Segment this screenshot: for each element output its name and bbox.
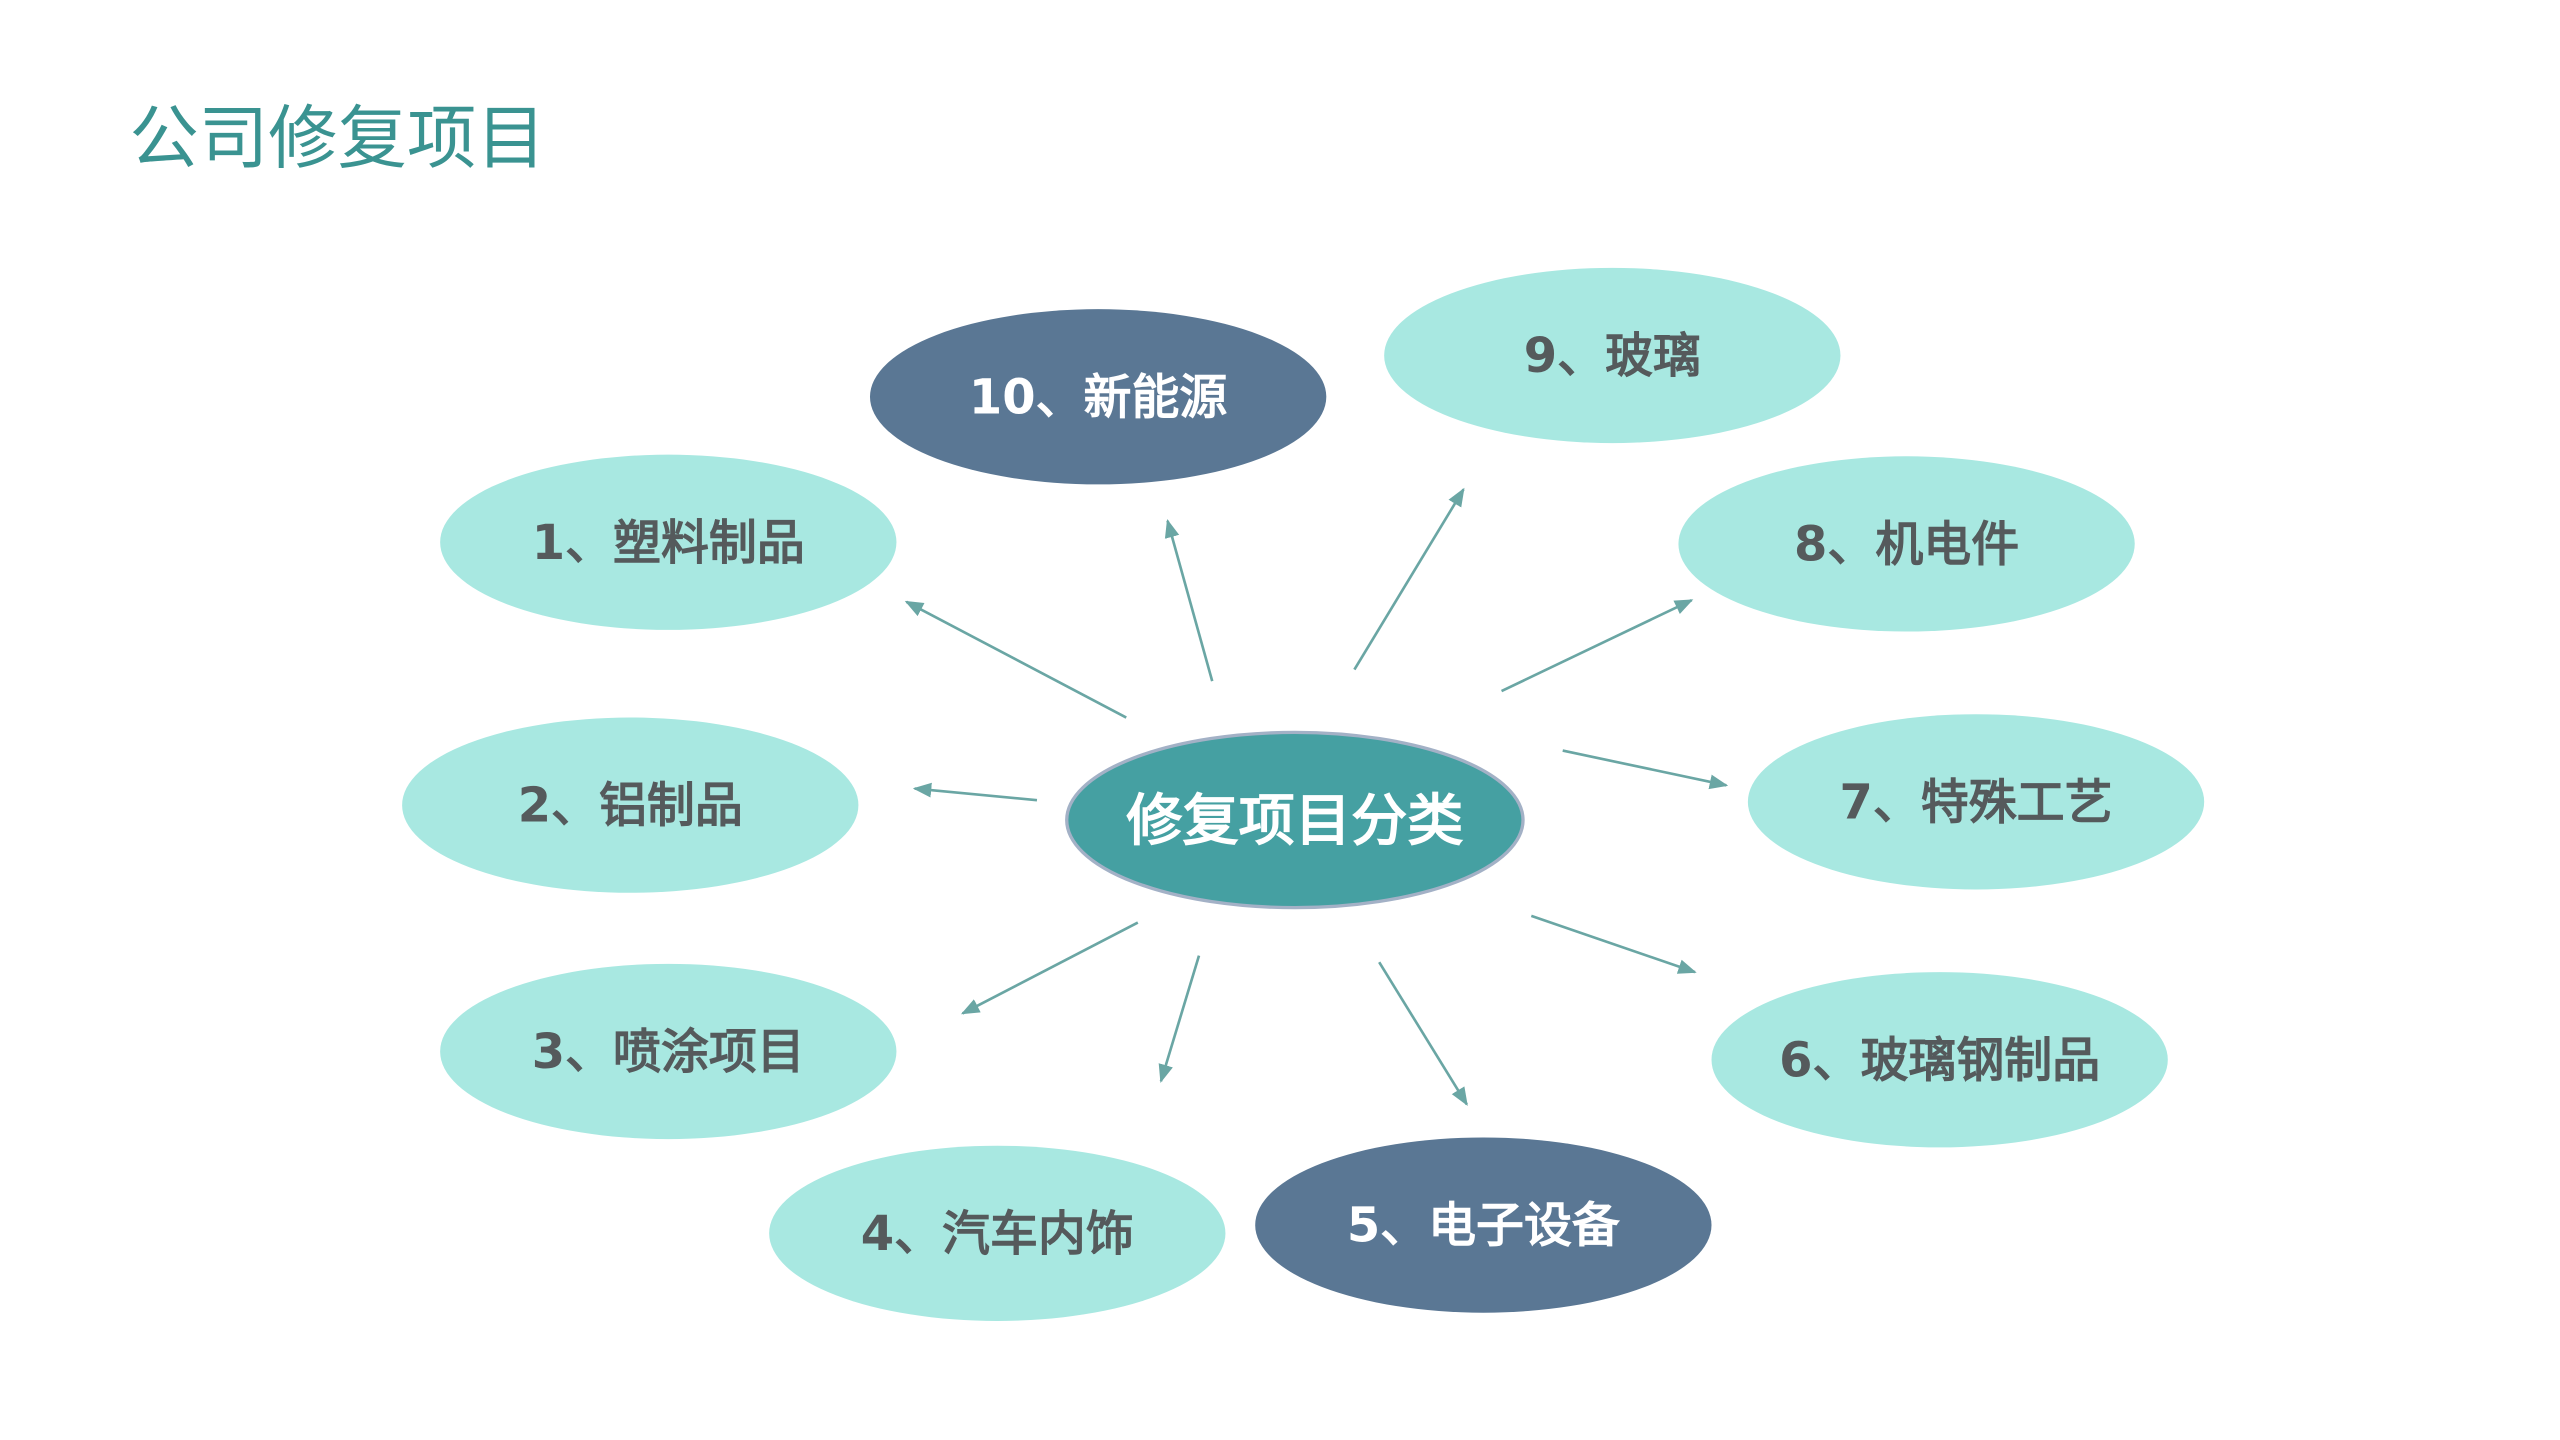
center-node[interactable]: 修复项目分类 (1065, 730, 1525, 910)
node-1[interactable]: 1、塑料制品 (440, 454, 897, 630)
node-8[interactable]: 8、机电件 (1678, 456, 2135, 632)
node-label: 3、喷涂项目 (532, 1025, 805, 1080)
node-7[interactable]: 7、特殊工艺 (1747, 714, 2205, 890)
arrow-2 (912, 782, 1038, 802)
node-ellipse (769, 1145, 1226, 1321)
node-label: 9、玻璃 (1524, 329, 1701, 384)
node-label: 7、特殊工艺 (1840, 775, 2113, 830)
page-title: 公司修复项目 (129, 99, 546, 179)
node-2[interactable]: 2、铝制品 (402, 717, 859, 893)
node-ellipse (440, 454, 897, 630)
node-label: 4、汽车内饰 (861, 1207, 1134, 1262)
nodes: 1、塑料制品 2、铝制品 3、喷涂项目 4、汽车内饰 5、电子设备 6、玻璃钢制品 7、特殊… (402, 267, 2205, 1321)
arrow-3 (960, 921, 1139, 1015)
arrow-5 (1378, 961, 1468, 1106)
arrow-10 (1164, 518, 1214, 682)
node-4[interactable]: 4、汽车内饰 (769, 1145, 1226, 1321)
arrows (904, 487, 1729, 1106)
node-6[interactable]: 6、玻璃钢制品 (1711, 972, 2168, 1148)
arrow-8 (1500, 598, 1694, 693)
node-label: 6、玻璃钢制品 (1779, 1033, 2100, 1088)
node-label: 8、机电件 (1794, 517, 2019, 572)
center-ellipse (1065, 730, 1525, 910)
node-ellipse (1711, 972, 2168, 1148)
node-label: 1、塑料制品 (532, 516, 805, 571)
node-ellipse (869, 309, 1327, 485)
node-ellipse (1678, 456, 2135, 632)
node-5[interactable]: 5、电子设备 (1255, 1137, 1712, 1313)
node-label: 10、新能源 (969, 370, 1228, 425)
arrow-1 (904, 600, 1127, 719)
arrow-6 (1530, 914, 1697, 974)
node-ellipse (440, 963, 897, 1140)
arrow-9 (1353, 487, 1465, 671)
node-ellipse (1255, 1137, 1712, 1313)
node-ellipse (1747, 714, 2205, 890)
node-3[interactable]: 3、喷涂项目 (440, 963, 897, 1140)
arrow-7 (1562, 749, 1729, 790)
center-label: 修复项目分类 (1126, 789, 1463, 854)
node-ellipse (1384, 267, 1841, 444)
node-label: 5、电子设备 (1347, 1199, 1621, 1254)
node-label: 2、铝制品 (518, 779, 743, 834)
node-9[interactable]: 9、玻璃 (1384, 267, 1841, 444)
node-ellipse (402, 717, 859, 893)
arrow-4 (1158, 955, 1201, 1084)
node-10[interactable]: 10、新能源 (869, 309, 1327, 485)
